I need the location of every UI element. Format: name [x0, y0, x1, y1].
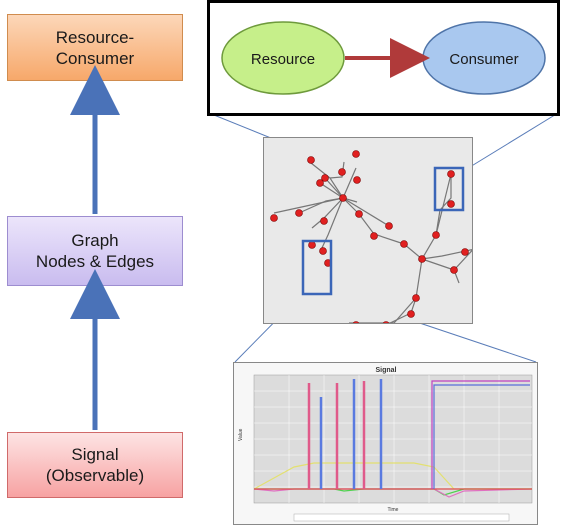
legend-svg: Resource Consumer: [221, 21, 546, 95]
consumer-label: Consumer: [449, 51, 518, 68]
resource-consumer-line2: Consumer: [55, 48, 135, 68]
graph-node: [382, 321, 390, 329]
graph-panel: [263, 137, 490, 329]
signal-gridlines: [254, 375, 532, 503]
graph-node: [307, 156, 315, 164]
graph-node: [308, 241, 316, 249]
signal-chart-svg: Signal Value Time: [238, 367, 533, 522]
graph-node: [339, 194, 347, 202]
resource-label: Resource: [251, 51, 315, 68]
graph-node: [412, 294, 420, 302]
highlight-edge-box: [433, 166, 465, 212]
resource-node: [221, 21, 345, 95]
graph-node: [353, 176, 361, 184]
graph-node: [355, 210, 363, 218]
graph-node: [320, 217, 328, 225]
graph-node: [270, 214, 278, 222]
resource-consumer-line1: Resource-: [55, 27, 135, 47]
graph-nodes: [270, 150, 486, 329]
graph-node: [461, 248, 469, 256]
legend-panel: Resource Consumer: [207, 0, 560, 116]
graph-node: [352, 321, 360, 329]
signal-line1: Signal: [71, 445, 119, 464]
signal-chart-panel: Signal Value Time: [233, 362, 538, 525]
graph-node: [385, 222, 393, 230]
zoom-line-legend-right: [464, 112, 559, 171]
signal-traces: [253, 380, 533, 498]
signal-ylabel: Value: [238, 428, 244, 441]
highlight-signal-box: [301, 239, 333, 296]
graph-node: [338, 168, 346, 176]
signal-line2: (Observable): [45, 466, 145, 485]
magenta-step: [431, 380, 530, 489]
graph-node: [295, 209, 303, 217]
graph-node: [447, 200, 455, 208]
graph-node: [432, 231, 440, 239]
graph-node: [316, 179, 324, 187]
graph-node: [400, 240, 408, 248]
graph-svg: [270, 150, 490, 329]
blue-step: [433, 384, 530, 489]
graph-node: [370, 232, 378, 240]
signal-chart-title: Signal: [375, 367, 396, 374]
signal-legend: [293, 513, 510, 522]
graph-node: [450, 266, 458, 274]
graph-node: [407, 310, 415, 318]
graph-line1: Graph: [71, 231, 119, 250]
graph-node: [352, 150, 360, 158]
signal-box: Signal (Observable): [7, 432, 183, 498]
signal-xlabel: Time: [388, 507, 399, 513]
graph-node: [319, 247, 327, 255]
signal-spikes: [307, 379, 383, 489]
graph-node: [418, 255, 426, 263]
graph-node: [447, 170, 455, 178]
graph-line2: Nodes & Edges: [35, 252, 155, 271]
graph-node: [321, 174, 329, 182]
graph-box: Graph Nodes & Edges: [7, 216, 183, 286]
